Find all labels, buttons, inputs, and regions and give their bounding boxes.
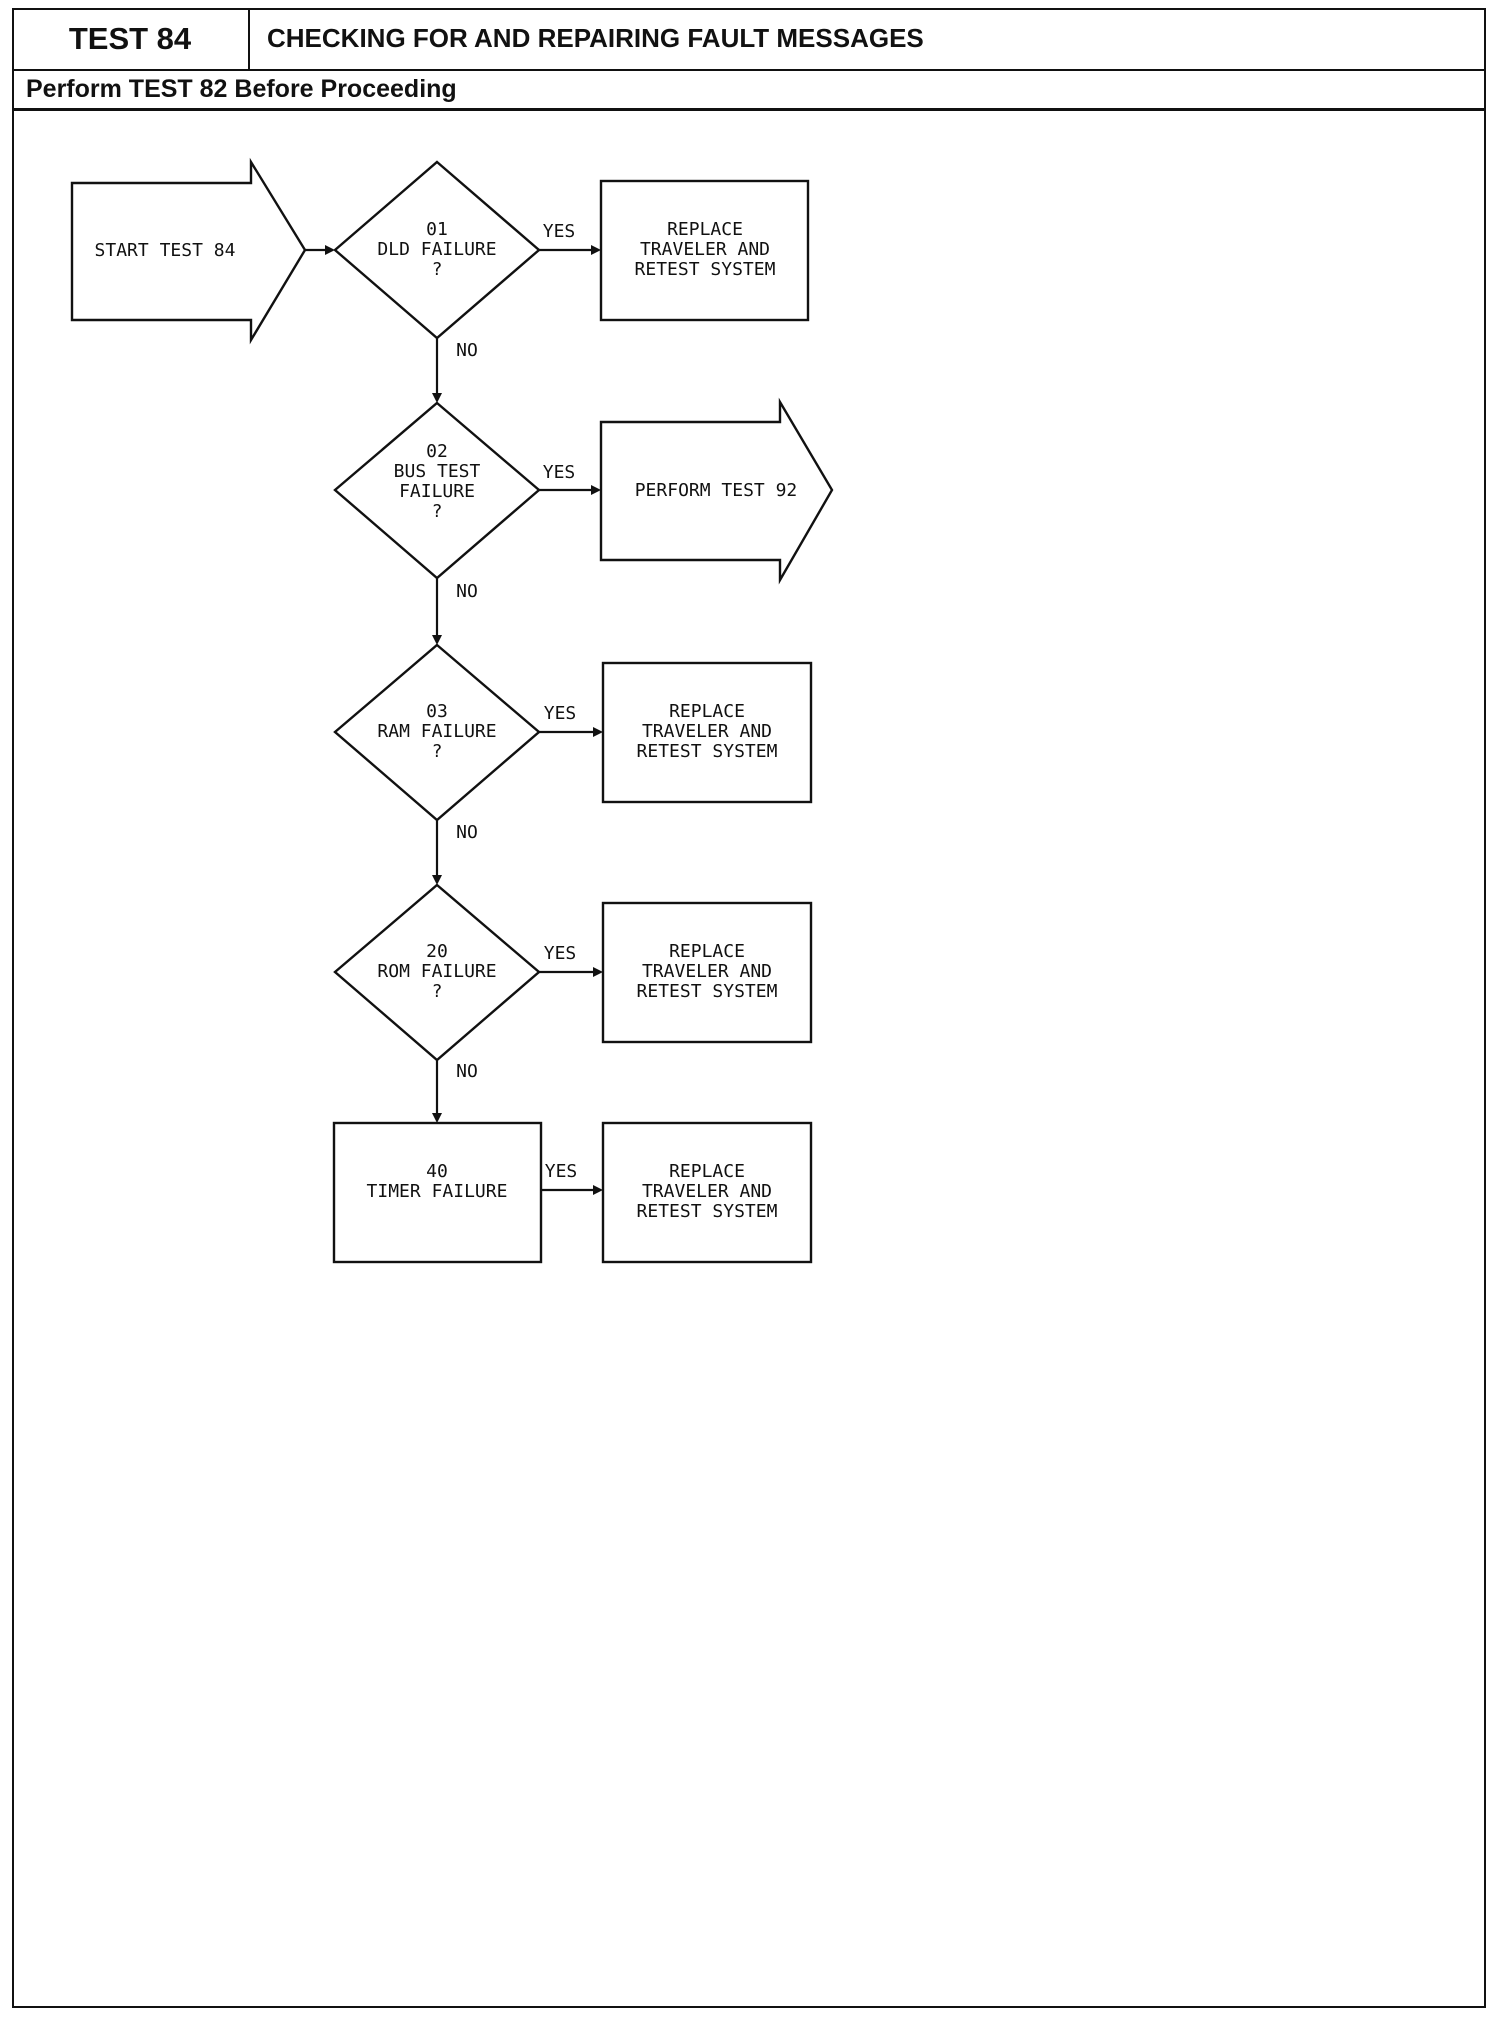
decision-text: 01 xyxy=(426,219,448,240)
page-title: CHECKING FOR AND REPAIRING FAULT MESSAGE… xyxy=(267,23,924,53)
action-replace-traveler-5: REPLACE TRAVELER AND RETEST SYSTEM xyxy=(601,1121,813,1264)
start-arrow: START TEST 84 xyxy=(70,157,307,345)
action-text: RETEST SYSTEM xyxy=(637,981,778,1002)
action-text: RETEST SYSTEM xyxy=(637,741,778,762)
start-label: START TEST 84 xyxy=(95,240,236,261)
page-frame xyxy=(12,8,1486,2008)
yes-label: YES xyxy=(543,462,576,483)
action-text: REPLACE xyxy=(669,941,745,962)
action-text: TRAVELER AND xyxy=(642,1181,772,1202)
action-replace-traveler-1: REPLACE TRAVELER AND RETEST SYSTEM xyxy=(599,179,810,322)
action-text: RETEST SYSTEM xyxy=(635,259,776,280)
decision-text: 20 xyxy=(426,941,448,962)
decision-text: DLD FAILURE xyxy=(377,239,496,260)
decision-01-dld-failure: 01 DLD FAILURE ? xyxy=(333,160,541,340)
action-text: REPLACE xyxy=(667,219,743,240)
decision-text: BUS TEST xyxy=(394,461,481,482)
decision-text: ? xyxy=(432,501,443,522)
action-text: TRAVELER AND xyxy=(640,239,770,260)
decision-text: ? xyxy=(432,259,443,280)
decision-text: RAM FAILURE xyxy=(377,721,496,742)
no-label: NO xyxy=(456,581,478,602)
yes-label: YES xyxy=(543,221,576,242)
action-replace-traveler-3: REPLACE TRAVELER AND RETEST SYSTEM xyxy=(601,661,813,804)
decision-text: ? xyxy=(432,741,443,762)
header-bar: TEST 84 CHECKING FOR AND REPAIRING FAULT… xyxy=(12,8,1486,71)
no-label: NO xyxy=(456,822,478,843)
action-perform-test-92: PERFORM TEST 92 xyxy=(599,397,834,585)
step-text: TIMER FAILURE xyxy=(367,1181,508,1202)
prerequisite-bar: Perform TEST 82 Before Proceeding xyxy=(12,71,1486,111)
action-text: TRAVELER AND xyxy=(642,721,772,742)
decision-text: FAILURE xyxy=(399,481,475,502)
step-text: 40 xyxy=(426,1161,448,1182)
decision-text: ? xyxy=(432,981,443,1002)
decision-text: 02 xyxy=(426,441,448,462)
action-text: REPLACE xyxy=(669,1161,745,1182)
yes-label: YES xyxy=(544,703,577,724)
action-text: REPLACE xyxy=(669,701,745,722)
step-40-timer-failure: 40 TIMER FAILURE xyxy=(332,1121,543,1264)
no-label: NO xyxy=(456,1061,478,1082)
test-number-label: TEST 84 xyxy=(12,8,250,69)
no-label: NO xyxy=(456,340,478,361)
action-text: RETEST SYSTEM xyxy=(637,1201,778,1222)
action-text: TRAVELER AND xyxy=(642,961,772,982)
decision-03-ram-failure: 03 RAM FAILURE ? xyxy=(333,643,541,822)
decision-text: ROM FAILURE xyxy=(377,961,496,982)
yes-label: YES xyxy=(544,943,577,964)
decision-02-bus-test-failure: 02 BUS TEST FAILURE ? xyxy=(333,401,541,580)
action-text: PERFORM TEST 92 xyxy=(635,480,798,501)
decision-text: 03 xyxy=(426,701,448,722)
action-replace-traveler-4: REPLACE TRAVELER AND RETEST SYSTEM xyxy=(601,901,813,1044)
decision-20-rom-failure: 20 ROM FAILURE ? xyxy=(333,883,541,1062)
yes-label: YES xyxy=(545,1161,578,1182)
prerequisite-note: Perform TEST 82 Before Proceeding xyxy=(26,75,457,103)
